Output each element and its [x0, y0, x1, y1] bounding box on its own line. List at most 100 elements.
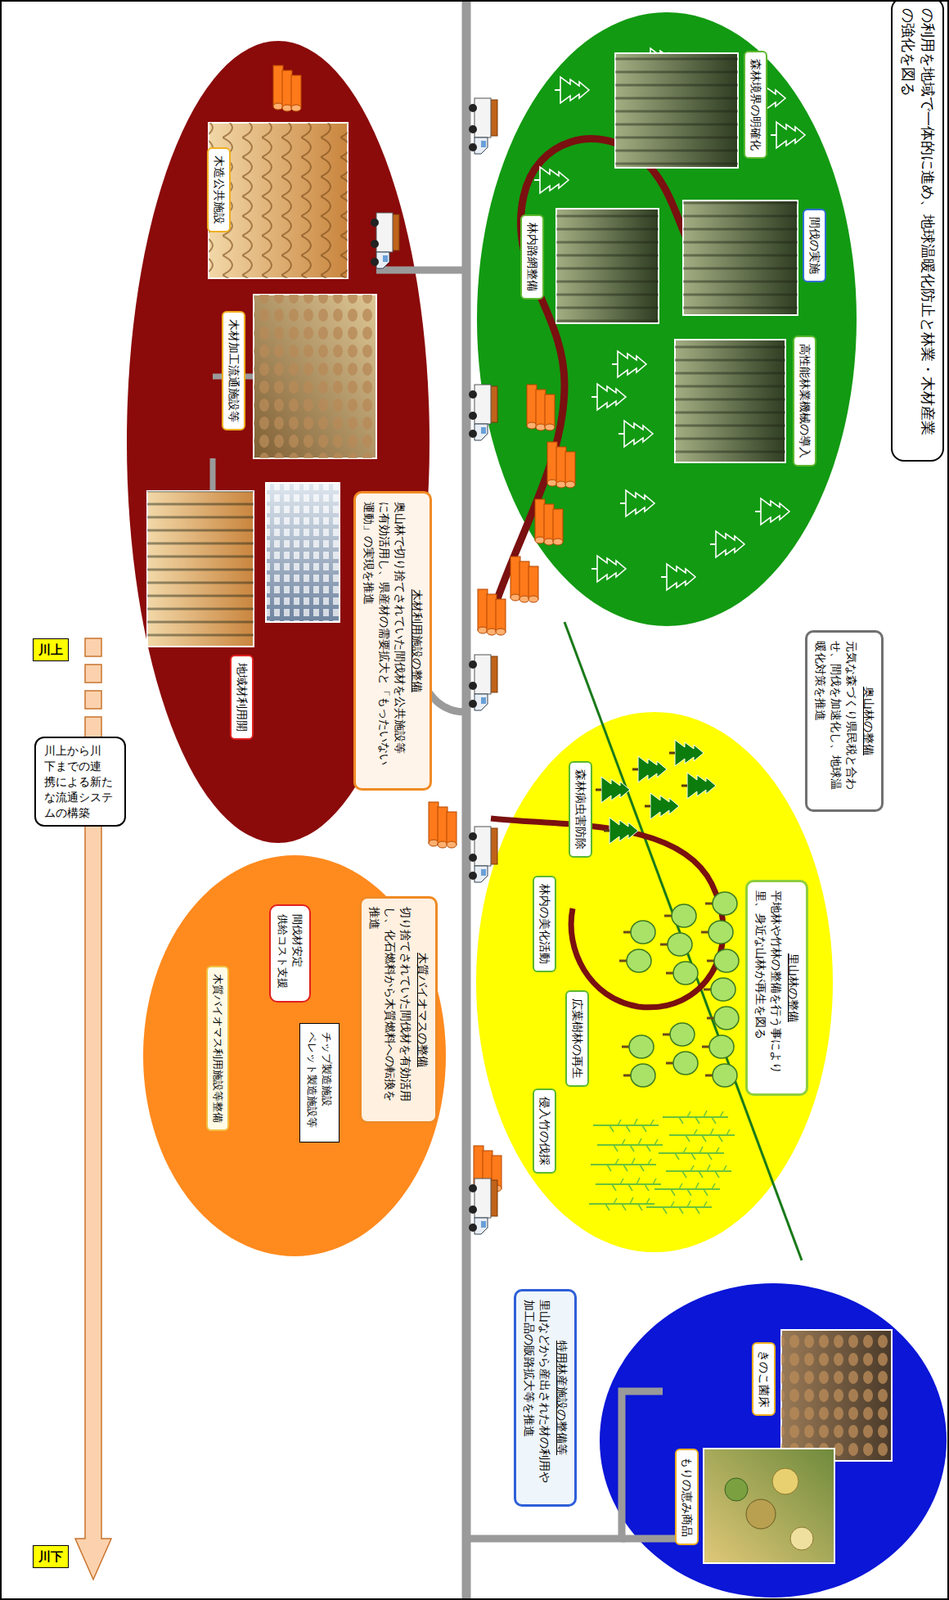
- flow-tag: 川下: [32, 1544, 69, 1568]
- label-text: 林内の美化活動: [536, 883, 553, 964]
- conifer-outline: [710, 530, 745, 558]
- label-box: 地域材利用開: [229, 654, 254, 740]
- label-box: 森林境界の明確化: [743, 50, 768, 159]
- conifer-outline: [534, 166, 569, 194]
- label-text: 里山などから産出された材の利用や 加工品の販路拡大等を推進: [521, 1299, 553, 1496]
- photo-texture: [674, 339, 786, 463]
- label-box: 侵入竹の伐採: [532, 1088, 557, 1174]
- broadleaf-tree: [619, 949, 652, 972]
- label-text: 森林境界の明確化: [747, 58, 764, 151]
- conifer-tree: [644, 792, 680, 819]
- bamboo-stalk: [665, 1164, 732, 1178]
- label-text: 地域材利用開: [233, 662, 250, 732]
- label-text: 川下: [38, 1547, 63, 1565]
- bamboo-stalk: [662, 1110, 729, 1124]
- label-text: 木質バイオマス利用施設等整備: [210, 973, 225, 1123]
- bamboo-stalk: [590, 1157, 657, 1171]
- photo: [615, 53, 738, 168]
- orange-region: [143, 854, 446, 1256]
- bamboo-stalk: [646, 1200, 712, 1214]
- conifer-outline: [591, 383, 626, 410]
- log-truck: [370, 212, 400, 269]
- photo-texture: [556, 208, 659, 324]
- conifer-tree: [595, 776, 630, 803]
- flow-arrow: [75, 716, 112, 1579]
- title-text: の利用を地域で一体的に進め、地球温暖化防止と林業・木材産業 の強化を図る: [897, 8, 938, 450]
- conifer-outline: [554, 76, 590, 104]
- heading-text: 特用林産施設の整備等: [553, 1299, 570, 1496]
- label-text: 木造公共施設: [211, 155, 227, 225]
- conifer-tree: [669, 739, 704, 766]
- blue-region: [599, 1282, 947, 1597]
- photo: [265, 482, 340, 622]
- broadleaf-tree: [662, 1022, 695, 1046]
- dash-segment: [85, 664, 102, 683]
- road-branch: [621, 1534, 680, 1543]
- bamboo-stalk: [654, 1182, 720, 1196]
- main-road: [462, 0, 472, 1600]
- conifer-tree: [603, 817, 639, 844]
- photo-texture: [683, 200, 798, 315]
- info-box: 木質バイオマスの整備切り捨てされていた間伐材を有効活用 し、化石燃料から木質燃料…: [359, 895, 438, 1124]
- bamboo-stalk: [589, 1196, 655, 1210]
- label-box: 木造公共施設: [206, 147, 231, 233]
- log-pile: [510, 556, 539, 603]
- conifer-outline: [591, 555, 626, 582]
- photo: [147, 490, 254, 647]
- label-text: 奥山林で切り捨てされていた間伐材を公共施設等 に有効活用し、県産材の需要拡大と「…: [360, 501, 408, 780]
- maroon-region: [126, 40, 430, 843]
- bamboo-stalk: [593, 1118, 659, 1132]
- broadleaf-tree: [706, 949, 739, 972]
- heading-text: 木質バイオマスの整備: [414, 906, 431, 1113]
- label-box: 林内の美化活動: [532, 875, 557, 972]
- label-box: 林内路網整備: [520, 214, 545, 300]
- label-box: 高性能林業機械の導入: [792, 335, 817, 467]
- label-text: 間伐の実施: [806, 216, 823, 275]
- photo-texture: [615, 53, 738, 168]
- label-text: 川上から川 下までの連 携による新た な流通システ ムの構築: [44, 742, 117, 820]
- info-box: 里山林の整備平地林や竹林の整備を行う事により 里、身近な山林が再生を図る: [745, 879, 809, 1096]
- label-text: 木材加工流通施設等: [225, 319, 242, 423]
- log-pile: [535, 499, 563, 545]
- info-box: 特用林産施設の整備等里山などから産出された材の利用や 加工品の販路拡大等を推進: [513, 1288, 577, 1507]
- yellow-region: [476, 711, 833, 1252]
- label-box: 広葉樹林の再生: [565, 989, 590, 1087]
- photo-detail: [746, 1498, 776, 1529]
- photo-texture: [147, 490, 254, 647]
- photo-texture: [265, 482, 340, 622]
- photo: [781, 1329, 892, 1461]
- label-box: 木質バイオマス利用施設等整備: [206, 965, 230, 1131]
- log-truck: [468, 1178, 498, 1234]
- bamboo-stalk: [597, 1137, 663, 1152]
- conifer-outline: [770, 121, 806, 149]
- photo: [556, 208, 659, 324]
- label-text: チップ製造施設 ペレット製造施設等: [305, 1031, 334, 1134]
- label-text: 川上: [38, 641, 63, 658]
- forest-road: [490, 818, 724, 1008]
- photo-texture: [253, 294, 377, 459]
- log-pile: [273, 65, 302, 112]
- log-pile: [547, 441, 576, 488]
- label-text: きのこ菌床: [755, 1349, 772, 1408]
- label-text: 元気な森づくり県民税と合わ せ、間伐を加速化し、地球温 暖化対策を推進: [812, 640, 860, 801]
- heading-text: 里山林の整備: [785, 890, 801, 1085]
- heading-text: 奥山林の整備: [860, 640, 877, 801]
- label-text: 広葉樹林の再生: [569, 998, 585, 1079]
- conifer-outline: [755, 498, 790, 525]
- bamboo-stalk: [595, 1177, 662, 1191]
- photo-detail: [724, 1477, 748, 1501]
- photo-detail: [772, 1467, 799, 1494]
- label-text: 高性能林業機械の導入: [796, 343, 813, 459]
- photo-detail: [790, 1526, 814, 1550]
- broadleaf-tree: [660, 932, 693, 956]
- broadleaf-tree: [705, 1063, 738, 1087]
- label-text: 切り捨てされていた間伐材を有効活用 し、化石燃料から木質燃料への転換を 推進: [366, 906, 414, 1113]
- broadleaf-tree: [623, 920, 656, 944]
- title-box: の利用を地域で一体的に進め、地球温暖化防止と林業・木材産業 の強化を図る: [890, 0, 945, 462]
- info-box: 間伐材安定 供給コスト支援: [269, 904, 311, 1003]
- photo: [703, 1448, 835, 1563]
